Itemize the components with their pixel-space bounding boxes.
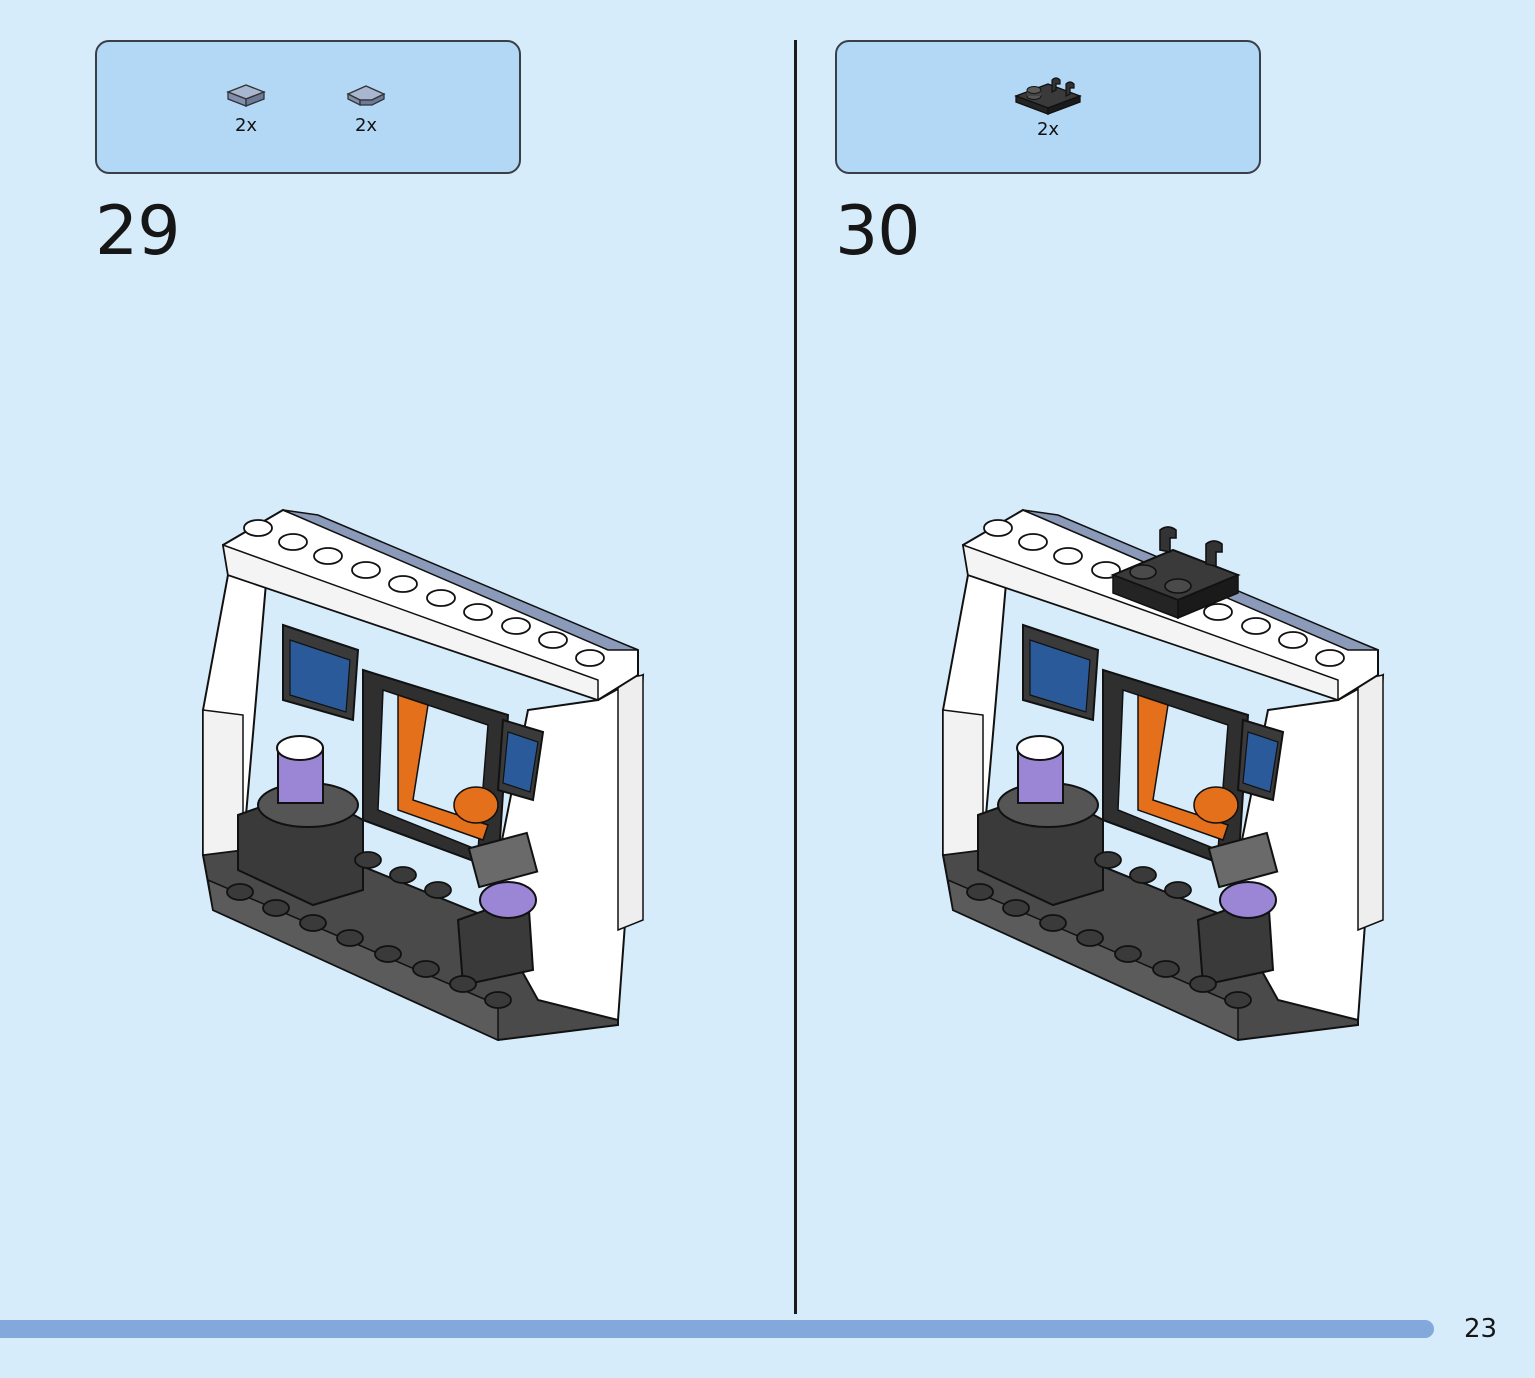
black-plate-with-clips-icon [1014,77,1082,115]
step-number: 30 [835,192,921,271]
page-number: 23 [1464,1314,1498,1344]
black-clip-plates [1110,526,1241,620]
step-divider [794,40,797,1314]
part-item: 2x [1012,72,1084,140]
part-quantity: 2x [234,115,258,136]
model-illustration-step-29 [201,508,645,1042]
sand-blue-wedge-tile-icon [346,85,386,107]
step-number: 29 [95,192,181,271]
sand-blue-tile-icon [226,84,266,107]
parts-list-step-30: 2x [835,40,1261,174]
model-illustration-step-30 [941,508,1385,1042]
part-quantity: 2x [354,115,378,136]
part-item: 2x [342,82,390,136]
part-quantity: 2x [1036,119,1060,140]
parts-list-step-29: 2x 2x [95,40,521,174]
progress-bar [0,1320,1434,1338]
part-item: 2x [222,82,270,136]
